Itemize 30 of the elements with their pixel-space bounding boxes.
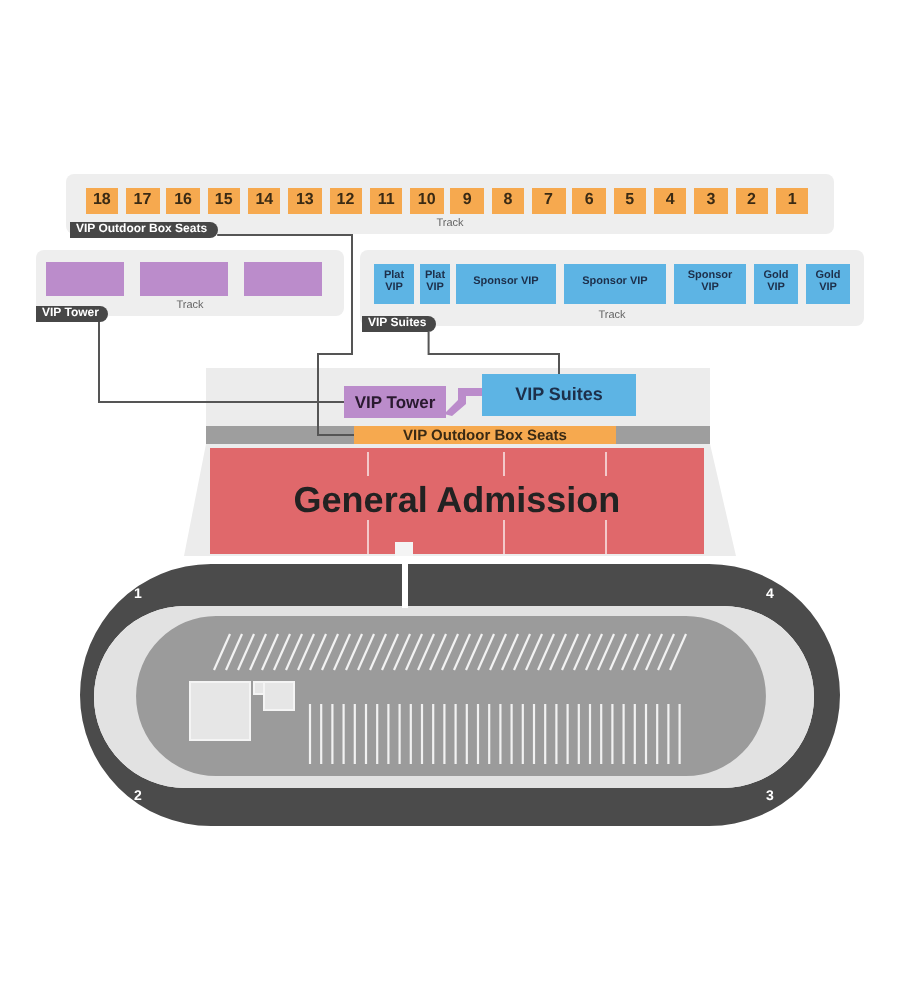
seat-section: 4 [653, 188, 687, 214]
inset-panel [360, 250, 864, 326]
seat-section: 14 [247, 188, 281, 214]
seat-section: 12 [329, 188, 362, 214]
inset-panel [66, 174, 834, 234]
seat-section: 7 [532, 188, 565, 214]
seat-section: 8 [491, 188, 525, 214]
seat-section: 16 [166, 188, 200, 214]
seat-section: VIP Tower [344, 386, 446, 418]
seat-section: 17 [126, 188, 159, 214]
leader-line [216, 234, 355, 436]
seat-section: 10 [410, 188, 444, 214]
seat-section: 13 [288, 188, 322, 214]
seat-section: 3 [694, 188, 728, 214]
seat-section: 9 [450, 188, 484, 214]
seat-section: General Admission [210, 448, 704, 554]
seat-section: 6 [572, 188, 606, 214]
seat-section: 18 [85, 188, 119, 214]
seat-section: 1 [775, 188, 809, 214]
inset-panel [36, 250, 344, 316]
seat-section: 11 [369, 188, 403, 214]
seat-section: VIP Suites [482, 374, 636, 416]
seat-section [244, 262, 322, 296]
seat-section: 2 [735, 188, 768, 214]
leader-line [98, 321, 345, 403]
seat-section: 5 [613, 188, 647, 214]
seat-section: 15 [207, 188, 241, 214]
seat-section [140, 262, 228, 296]
leader-line [427, 331, 560, 375]
seat-section [46, 262, 124, 296]
